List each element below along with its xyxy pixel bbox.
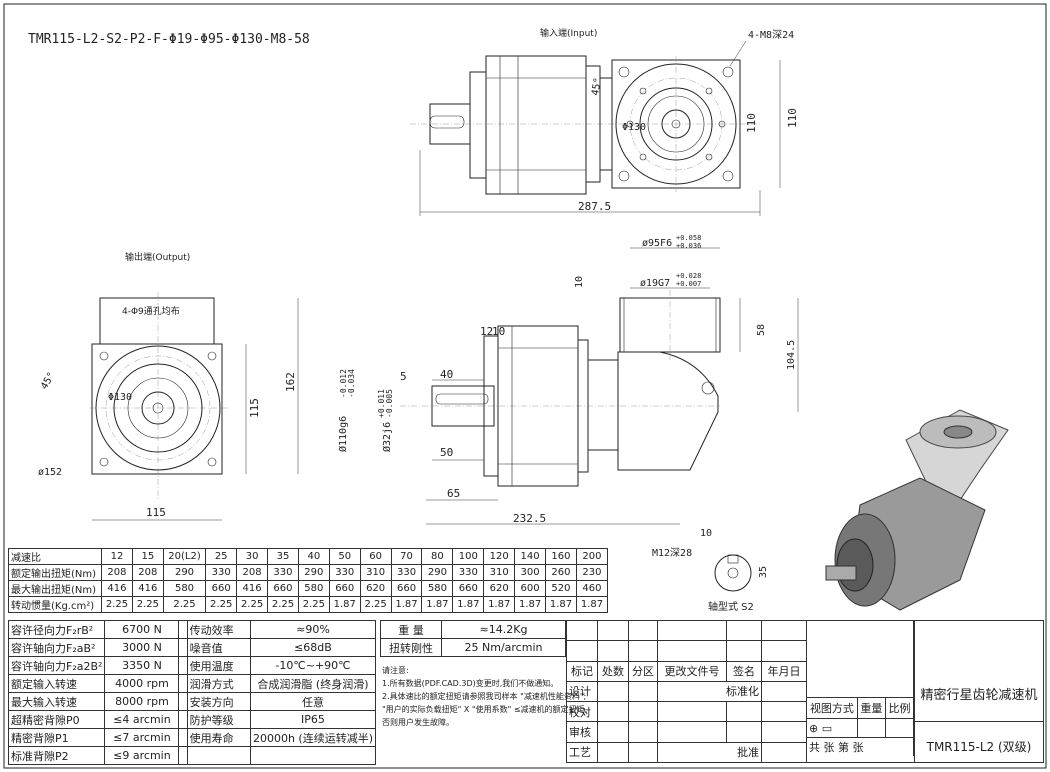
output-label: 输出端(Output) xyxy=(125,251,190,263)
product-name: 精密行星齿轮减速机 xyxy=(915,621,1043,722)
shaft-section: 10 M12深28 35 轴型式 S2 xyxy=(652,528,769,613)
dim-10-side: 10 xyxy=(492,325,505,338)
dim-50: 50 xyxy=(440,446,453,459)
input-label: 输入端(Input) xyxy=(540,27,597,39)
table-row: 视图方式 重量 比例 ⊕ ▭ 共 张 第 张 精密行星齿轮减速机 TMR115-… xyxy=(566,619,1044,763)
dim-flange-depth: 10 xyxy=(574,276,585,288)
table-row: 减速比 12 15 20(L2) 25 30 35 40 50 60 70 80… xyxy=(8,548,609,565)
note-line: 请注意: xyxy=(382,666,409,675)
dim-232: 232.5 xyxy=(513,512,546,525)
dim-flange-tol-1: +0.058 xyxy=(676,234,701,242)
dim-shaft-tol-2: -0.005 xyxy=(385,389,394,418)
dim-top-pcd: Φ130 xyxy=(622,122,646,133)
dim-top-angle: 45° xyxy=(590,77,604,97)
dim-top-square-2: 110 xyxy=(745,113,758,133)
sheet-count: 共 张 第 张 xyxy=(807,737,914,756)
table-row: 额定输入转速 4000 rpm 润滑方式 合成润滑脂 (终身润滑) xyxy=(7,674,377,693)
weight-label: 重量 xyxy=(856,697,886,719)
dim-out-angle: 45° xyxy=(39,370,58,391)
dim-flange-fit: ø95F6 xyxy=(642,238,672,249)
dim-pilot-fit: Ø110g6 xyxy=(337,416,349,452)
side-view: 232.5 65 50 40 5 12 10 Ø110g6 -0.012 -0.… xyxy=(337,234,799,525)
projection-symbol-icon: ⊕ ▭ xyxy=(809,721,833,735)
note-line: "用户的实际负载扭矩" X "使用系数" ≤减速机的额定扭矩, xyxy=(382,705,588,714)
note-line: 2.具体速比的额定扭矩请参照我司样本 "减速机性能资料"; xyxy=(382,692,587,701)
gearbox-3d-view xyxy=(825,409,1009,611)
dim-shaft-fit: Ø32j6 xyxy=(381,422,393,452)
dim-bore-tol-2: +0.007 xyxy=(676,280,701,288)
dim-65: 65 xyxy=(447,487,460,500)
table-row: 容许径向力F₂rB² 6700 N 传动效率 ≈90% xyxy=(7,620,377,639)
dim-104: 104.5 xyxy=(786,340,797,370)
rev-header-row: 标记 处数 分区 更改文件号 签名 年月日 xyxy=(566,660,1044,682)
dim-out-h162: 162 xyxy=(284,372,297,392)
product-code: TMR115-L2 (双级) xyxy=(926,740,1032,754)
dim-pilot-tol-1: -0.012 xyxy=(339,369,348,398)
table-row: 超精密背隙P0 ≤4 arcmin 防护等级 IP65 xyxy=(7,710,377,729)
dim-out-h115: 115 xyxy=(248,398,261,418)
dim-key-width: 10 xyxy=(700,528,712,539)
dim-out-dia: ø152 xyxy=(38,467,62,478)
shaft-label: 轴型式 S2 xyxy=(708,600,754,613)
table-row xyxy=(566,640,1044,662)
model-code: TMR115-L2-S2-P2-F-Φ19-Φ95-Φ130-M8-58 xyxy=(28,32,310,47)
table-row: 校对 xyxy=(566,701,1044,723)
note-line: 否则用户发生故障。 xyxy=(382,718,454,727)
title-block: 视图方式 重量 比例 ⊕ ▭ 共 张 第 张 精密行星齿轮减速机 TMR115-… xyxy=(566,619,1044,764)
dim-out-width: 115 xyxy=(146,506,166,519)
notes: 请注意: 1.所有数据(PDF.CAD.3D)变更时,我们不做通知。 2.具体速… xyxy=(382,664,588,729)
dim-out-pcd: Φ130 xyxy=(108,392,132,403)
spec-table: 减速比 12 15 20(L2) 25 30 35 40 50 60 70 80… xyxy=(8,548,609,613)
table-row: 标准背隙P2 ≤9 arcmin xyxy=(7,746,377,765)
dim-58: 58 xyxy=(756,324,767,336)
dim-top-thread: 4-M8深24 xyxy=(748,29,794,41)
table-row: 工艺 批准 xyxy=(566,741,1044,764)
table-row: 精密背隙P1 ≤7 arcmin 使用寿命 20000h (连续运转减半) xyxy=(7,728,377,747)
view-method: 视图方式 xyxy=(807,697,858,719)
dim-12: 12 xyxy=(480,325,493,338)
drawing-border xyxy=(3,3,1047,769)
dim-key-thread: M12深28 xyxy=(652,547,692,559)
note-line: 1.所有数据(PDF.CAD.3D)变更时,我们不做通知。 xyxy=(382,679,559,688)
table-row: 容许轴向力F₂aB² 3000 N 噪音值 ≤68dB xyxy=(7,638,377,657)
dim-pilot-tol-2: -0.034 xyxy=(347,369,356,398)
table-row: 容许轴向力F₂a2B² 3350 N 使用温度 -10℃~+90℃ xyxy=(7,656,377,675)
output-view: 4-Φ9通孔均布 45° Φ130 ø152 115 115 162 xyxy=(38,292,299,521)
dim-top-length: 287.5 xyxy=(578,200,611,213)
top-view: 287.5 110 110 4-M8深24 45° Φ130 xyxy=(410,29,799,216)
table-row: 重 量 ≈14.2Kg xyxy=(380,620,566,639)
dim-flange-tol-2: +0.036 xyxy=(676,242,701,250)
dim-shaft-tol-1: +0.011 xyxy=(377,389,386,418)
dim-bore-fit: ø19G7 xyxy=(640,278,670,289)
table-row: 最大输入转速 8000 rpm 安装方向 任意 xyxy=(7,692,377,711)
param-table: 容许径向力F₂rB² 6700 N 传动效率 ≈90% 容许轴向力F₂aB² 3… xyxy=(7,620,377,765)
dim-key-depth: 35 xyxy=(758,566,769,578)
weight-block: 重 量 ≈14.2Kg 扭转刚性 25 Nm/arcmin xyxy=(380,620,566,657)
dim-out-holes: 4-Φ9通孔均布 xyxy=(122,305,180,317)
scale-label: 比例 xyxy=(884,697,915,719)
dim-5: 5 xyxy=(400,370,407,383)
table-row: 转动惯量(Kg.cm²) 2.25 2.25 2.25 2.25 2.25 2.… xyxy=(8,596,609,613)
table-row: 扭转刚性 25 Nm/arcmin xyxy=(380,638,566,657)
dim-bore-tol-1: +0.028 xyxy=(676,272,701,280)
dim-top-square: 110 xyxy=(786,108,799,128)
table-row: 最大输出扭矩(Nm) 416 416 580 660 416 660 580 6… xyxy=(8,580,609,597)
dim-40: 40 xyxy=(440,368,453,381)
table-row: 额定输出扭矩(Nm) 208 208 290 330 208 330 290 3… xyxy=(8,564,609,581)
